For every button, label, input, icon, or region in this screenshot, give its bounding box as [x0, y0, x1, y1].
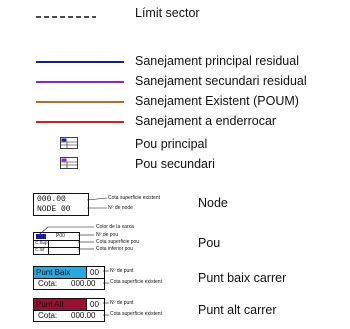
- punt-baix-cota-value: 000.00: [71, 279, 96, 288]
- pou-number: P00: [56, 233, 65, 239]
- node-number: NODE 00: [37, 205, 71, 214]
- punt-alt-number: 00: [90, 300, 99, 309]
- pou-note-cinf: Cota inferior pou: [96, 246, 133, 252]
- punt-baix-note-cota: Cota superficie existent: [110, 279, 162, 285]
- line-principal-label: Sanejament principal residual: [135, 54, 299, 68]
- punt-alt-note-number: Nº de punt: [110, 300, 134, 306]
- pou-note-number: Nº de pou: [96, 232, 119, 238]
- pou-principal-label: Pou principal: [135, 137, 208, 151]
- node-note-cota: Cota superficie existent: [108, 195, 160, 201]
- line-secundari-swatch: [36, 81, 124, 83]
- punt-alt-box: Punt Alt 00 Cota: 000.00: [33, 298, 105, 322]
- node-note-number: Nº de node: [108, 205, 133, 211]
- punt-alt-cota-label: Cota:: [38, 311, 58, 320]
- sector-limit-label: Límit sector: [135, 6, 200, 20]
- line-enderrocar-label: Sanejament a enderrocar: [135, 114, 277, 128]
- pou-leader-lines: [39, 226, 94, 250]
- punt-baix-name-cell: Punt Baix: [34, 267, 86, 278]
- pou-note-color: Color de la xarxa: [96, 224, 134, 230]
- punt-alt-note-cota: Cota superficie existent: [110, 311, 162, 317]
- node-box: 000.00 NODE 00: [33, 193, 89, 216]
- line-principal-swatch: [36, 61, 124, 63]
- punt-alt-leader-lines: [103, 302, 109, 316]
- pou-principal-icon: [60, 137, 78, 149]
- punt-alt-label: Punt alt carrer: [198, 303, 277, 317]
- node-leader-lines: [86, 197, 108, 209]
- punt-alt-cota-value: 000.00: [71, 311, 96, 320]
- node-label: Node: [198, 196, 228, 210]
- pou-network-color: [36, 234, 46, 239]
- punt-baix-leader-lines: [103, 270, 109, 284]
- pou-secundari-label: Pou secundari: [135, 157, 215, 171]
- punt-baix-name: Punt Baix: [36, 268, 71, 277]
- line-secundari-label: Sanejament secundari residual: [135, 74, 307, 88]
- pou-secundari-icon: [60, 157, 78, 169]
- punt-baix-number: 00: [90, 268, 99, 277]
- line-existent-label: Sanejament Existent (POUM): [135, 94, 299, 108]
- punt-baix-box: Punt Baix 00 Cota: 000.00: [33, 266, 105, 290]
- punt-baix-label: Punt baix carrer: [198, 271, 287, 285]
- punt-baix-cota-label: Cota:: [38, 279, 58, 288]
- line-enderrocar-swatch: [36, 121, 124, 123]
- line-existent-swatch: [36, 101, 124, 103]
- pou-label: Pou: [198, 236, 221, 250]
- node-cota-value: 000.00: [37, 195, 66, 204]
- pou-note-csup: Cota superficie pou: [96, 239, 140, 245]
- pou-csup-label: C.Sup: [35, 240, 48, 245]
- punt-alt-name-cell: Punt Alt: [34, 299, 86, 310]
- punt-alt-name: Punt Alt: [36, 300, 64, 309]
- pou-cinf-label: C.Inf: [35, 247, 45, 252]
- punt-baix-note-number: Nº de punt: [110, 268, 134, 274]
- pou-box: P00 C.Sup C.Inf: [33, 232, 80, 255]
- sector-limit-line: [36, 16, 96, 18]
